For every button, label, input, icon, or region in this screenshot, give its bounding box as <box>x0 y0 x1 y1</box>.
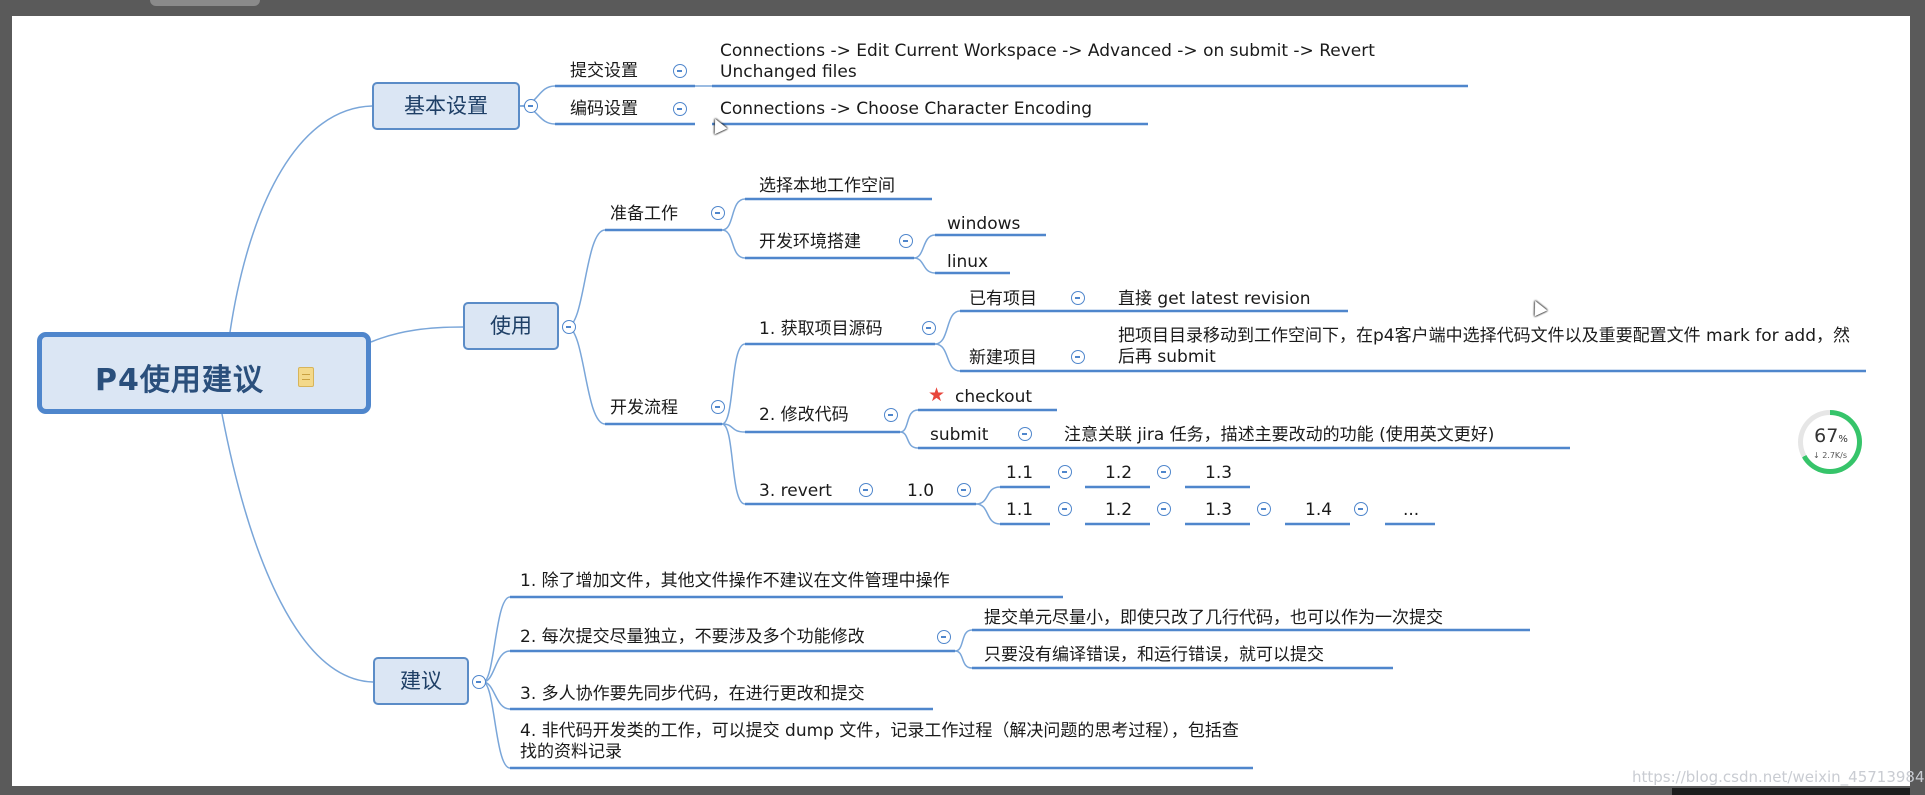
node-dev-flow[interactable]: 开发流程 <box>610 398 678 418</box>
node-version[interactable]: 1.2 <box>1105 500 1133 520</box>
node-submit-value-line1[interactable]: Connections -> Edit Current Workspace ->… <box>720 41 1375 61</box>
node-encoding-value[interactable]: Connections -> Choose Character Encoding <box>720 99 1093 119</box>
node-version[interactable]: 1.4 <box>1305 500 1333 520</box>
collapse-toggle-icon[interactable] <box>899 234 913 248</box>
collapse-toggle-icon[interactable] <box>1071 291 1085 305</box>
collapse-toggle-icon[interactable] <box>884 408 898 422</box>
badge-speed: ↓ 2.7K/s <box>1812 451 1848 460</box>
collapse-toggle-icon[interactable] <box>1157 465 1171 479</box>
node-jira-note[interactable]: 注意关联 jira 任务，描述主要改动的功能 (使用英文更好) <box>1064 425 1495 445</box>
node-version-1-0[interactable]: 1.0 <box>907 481 935 501</box>
node-preparation[interactable]: 准备工作 <box>610 204 678 224</box>
watermark: https://blog.csdn.net/weixin_45713984 <box>1632 768 1925 786</box>
node-existing-project[interactable]: 已有项目 <box>969 289 1037 309</box>
node-submit[interactable]: submit <box>930 425 989 445</box>
collapse-toggle-icon[interactable] <box>1058 465 1072 479</box>
collapse-toggle-icon[interactable] <box>937 630 951 644</box>
node-get-source[interactable]: 1. 获取项目源码 <box>759 319 883 339</box>
branch-advice[interactable]: 建议 <box>373 657 469 705</box>
badge-percent: 67 <box>1814 425 1839 447</box>
node-advice-3[interactable]: 3. 多人协作要先同步代码，在进行更改和提交 <box>520 684 865 704</box>
node-advice-4[interactable]: 4. 非代码开发类的工作，可以提交 dump 文件，记录工作过程（解决问题的思考… <box>520 721 1239 762</box>
collapse-toggle-icon[interactable] <box>1018 427 1032 441</box>
node-advice-2-sub2[interactable]: 只要没有编译错误，和运行错误，就可以提交 <box>984 645 1324 665</box>
node-dev-environment[interactable]: 开发环境搭建 <box>759 232 861 252</box>
bottom-edge-bar <box>1672 788 1910 795</box>
node-modify-code[interactable]: 2. 修改代码 <box>759 405 849 425</box>
collapse-toggle-icon[interactable] <box>1257 502 1271 516</box>
node-linux[interactable]: linux <box>947 252 989 272</box>
network-speed-badge[interactable]: 67% ↓ 2.7K/s <box>1798 410 1862 474</box>
top-edge-blob <box>150 0 260 6</box>
root-node[interactable]: P4使用建议 <box>37 332 371 414</box>
branch-basic-settings[interactable]: 基本设置 <box>372 82 520 130</box>
collapse-toggle-icon[interactable] <box>957 483 971 497</box>
collapse-toggle-icon[interactable] <box>524 99 538 113</box>
node-encoding-settings[interactable]: 编码设置 <box>570 99 638 119</box>
star-icon: ★ <box>928 384 946 406</box>
node-checkout[interactable]: checkout <box>955 387 1033 407</box>
node-advice-1[interactable]: 1. 除了增加文件，其他文件操作不建议在文件管理中操作 <box>520 571 950 591</box>
note-icon[interactable] <box>298 367 314 387</box>
root-title: P4使用建议 <box>95 363 264 398</box>
node-advice-2[interactable]: 2. 每次提交尽量独立，不要涉及多个功能修改 <box>520 627 865 647</box>
collapse-toggle-icon[interactable] <box>1071 350 1085 364</box>
node-get-latest[interactable]: 直接 get latest revision <box>1118 289 1311 309</box>
node-mark-for-add[interactable]: 把项目目录移动到工作空间下，在p4客户端中选择代码文件以及重要配置文件 mark… <box>1118 326 1851 367</box>
node-choose-workspace[interactable]: 选择本地工作空间 <box>759 176 895 196</box>
collapse-toggle-icon[interactable] <box>711 206 725 220</box>
node-version-more[interactable]: ... <box>1403 500 1420 520</box>
collapse-toggle-icon[interactable] <box>1058 502 1072 516</box>
node-windows[interactable]: windows <box>947 214 1021 234</box>
node-version[interactable]: 1.1 <box>1006 500 1034 520</box>
collapse-toggle-icon[interactable] <box>472 675 486 689</box>
collapse-toggle-icon[interactable] <box>1354 502 1368 516</box>
collapse-toggle-icon[interactable] <box>673 64 687 78</box>
branch-usage[interactable]: 使用 <box>463 302 559 350</box>
collapse-toggle-icon[interactable] <box>1157 502 1171 516</box>
collapse-toggle-icon[interactable] <box>562 320 576 334</box>
node-submit-settings[interactable]: 提交设置 <box>570 61 638 81</box>
node-advice-2-sub1[interactable]: 提交单元尽量小，即使只改了几行代码，也可以作为一次提交 <box>984 608 1443 628</box>
collapse-toggle-icon[interactable] <box>922 321 936 335</box>
collapse-toggle-icon[interactable] <box>711 400 725 414</box>
badge-unit: % <box>1838 434 1848 445</box>
collapse-toggle-icon[interactable] <box>859 483 873 497</box>
node-version[interactable]: 1.3 <box>1205 463 1233 483</box>
node-submit-value-line2: Unchanged files <box>720 62 857 82</box>
node-version[interactable]: 1.1 <box>1006 463 1034 483</box>
node-version[interactable]: 1.2 <box>1105 463 1133 483</box>
node-version[interactable]: 1.3 <box>1205 500 1233 520</box>
node-revert[interactable]: 3. revert <box>759 481 832 501</box>
collapse-toggle-icon[interactable] <box>673 102 687 116</box>
node-new-project[interactable]: 新建项目 <box>969 348 1037 368</box>
